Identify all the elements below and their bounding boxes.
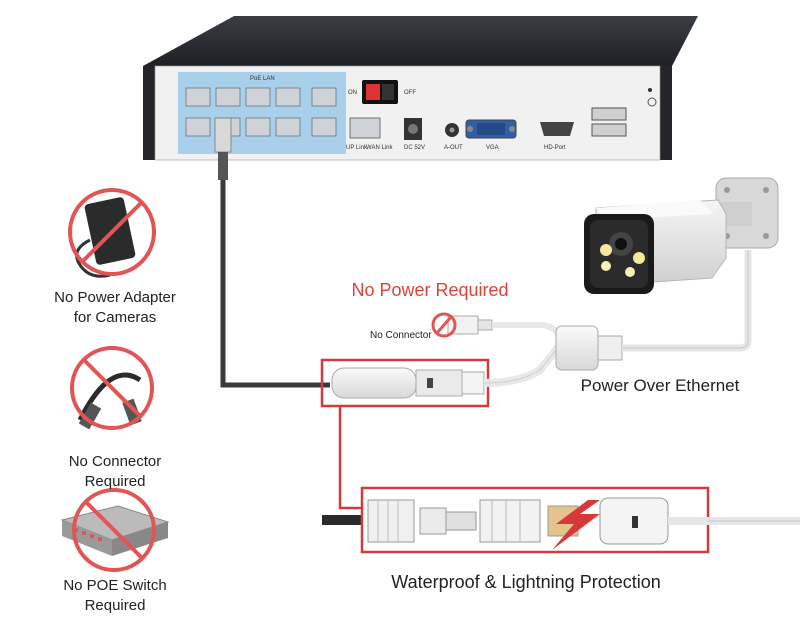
no-poe-switch-label: No POE Switch Required (40, 576, 190, 616)
switch-off-label: OFF (404, 90, 416, 96)
bnc-connector-item (70, 346, 154, 430)
poe-splitter-connector (320, 342, 564, 408)
power-over-ethernet-label: Power Over Ethernet (580, 376, 740, 395)
port-label-uplink: UP Link (346, 145, 367, 151)
lightning-icon (552, 500, 600, 550)
nvr-recorder (143, 16, 698, 161)
port-label-aout: A-OUT (444, 145, 463, 151)
dc-connector-unused (431, 312, 563, 340)
uplink-port (349, 117, 381, 139)
no-connector-label: No Connector Required (40, 452, 190, 492)
no-connector-line2: Required (84, 473, 146, 490)
no-power-required-label: No Power Required (351, 280, 509, 300)
poe-switch-item (60, 488, 170, 572)
no-power-adapter-label: No Power Adapter for Cameras (40, 288, 190, 328)
prohibited-icon (68, 188, 156, 276)
port-label-dc: DC 52V (404, 145, 426, 151)
no-poe-switch-line2: Required (84, 597, 146, 614)
no-power-adapter-line1: No Power Adapter (54, 289, 176, 306)
waterproof-connector-detail (322, 486, 800, 554)
ethernet-cable-from-nvr (214, 117, 330, 388)
no-connector-small-label: No Connector (370, 330, 432, 341)
no-power-adapter-line2: for Cameras (73, 309, 157, 326)
no-poe-switch-line1: No POE Switch (63, 577, 167, 594)
camera-pigtail (555, 250, 752, 371)
poe-port-block (178, 72, 346, 154)
callout-line (338, 406, 362, 510)
prohibited-icon (431, 312, 457, 338)
bullet-camera (584, 177, 779, 294)
port-label-vga: VGA (486, 145, 499, 151)
prohibited-icon (72, 488, 156, 572)
power-adapter-item (68, 188, 156, 278)
no-connector-line1: No Connector (68, 453, 162, 470)
port-label-hdmi: HD-Port (544, 145, 566, 151)
usb-port-1 (591, 107, 627, 121)
poe-header-label: PoE LAN (250, 76, 275, 82)
waterproof-lightning-label: Waterproof & Lightning Protection (391, 572, 661, 592)
usb-port-2 (591, 123, 627, 137)
switch-on-label: ON (348, 90, 357, 96)
hdmi-port (540, 122, 574, 136)
prohibited-icon (70, 346, 154, 430)
port-label-wan: WAN Link (366, 145, 393, 151)
